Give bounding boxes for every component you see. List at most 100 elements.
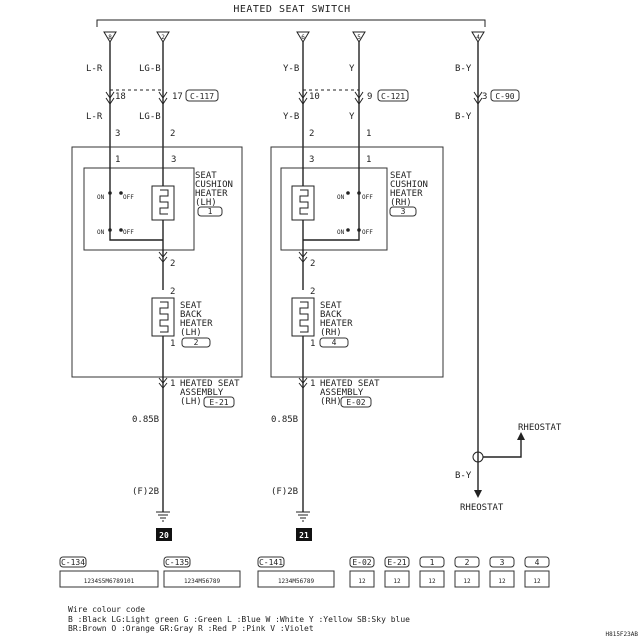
rh-ground-symbol [296,511,310,522]
lh-seat-assembly: 1 3 ON OFF ON OFF SEAT CUSHION HEATER (L… [71,146,243,512]
connector-diagram: 3 12 [489,556,515,588]
pin-1-rh: 1 [366,129,371,139]
connector-tag-label: 3 [500,558,505,567]
legend-row-2: BR:Brown O :Orange GR:Gray R :Red P :Pin… [68,624,314,633]
rheostat-arrow-down [474,490,482,498]
rheostat-label-top: RHEOSTAT [518,423,562,433]
connector-breaks [105,91,483,105]
pin-triangle [352,31,366,43]
connector-pins: 1234M56789 [278,578,315,585]
pin-2-lh: 2 [170,129,175,139]
rh-switch-node [346,228,350,232]
rheostat-branch-wire [483,435,522,458]
lh-cushion-label: SEAT [195,171,217,181]
lh-ground-num-box [156,528,172,541]
connector-tag-label: C-141 [259,558,283,567]
rh-back-num-box [319,337,349,348]
connector-body [59,570,159,588]
pin-triangle [156,31,170,43]
connector-tag-label: 2 [465,558,470,567]
lh-ground-num: 20 [159,531,169,540]
connector-pins: 12 [498,578,506,585]
pin-2-rh: 2 [309,129,314,139]
connector-diagram: C-141 1234M56789 [257,556,335,588]
top-pin-label: 2 [161,34,165,41]
rh-assy-pin: 1 [310,379,315,389]
rh-pin-2a: 2 [310,259,315,269]
lh-wire-size: 0.85B [132,415,159,425]
rh-off-label-2: OFF [362,229,373,236]
wire-label-lr: L-R [86,64,103,74]
rh-assembly-label: ASSEMBLY [320,388,364,398]
lh-back-coil [159,301,169,333]
lh-lower-break [158,377,168,389]
rh-back-label: (RH) [320,328,342,338]
pin-triangle [296,31,310,43]
lh-assy-pin: 1 [170,379,175,389]
rh-on-label: ON [337,194,345,201]
lh-off-label-2: OFF [123,229,134,236]
rh-back-coil [299,301,309,333]
connector-body [454,570,480,588]
top-pin-label: 8 [108,34,112,41]
rh-off-label: OFF [362,194,373,201]
rh-switch-node [346,191,350,195]
lh-cushion-heater-icon [151,185,175,221]
connector-tag-box [384,556,410,568]
lh-assembly-label: ASSEMBLY [180,388,224,398]
rh-switch-node [357,228,361,232]
connector-body [419,570,445,588]
lh-cushion-num-box [197,206,223,217]
lh-assembly-label: (LH) [180,397,202,407]
lh-back-heater-icon [151,297,175,337]
connector-tag-box [349,556,375,568]
lh-back-num: 2 [194,338,199,347]
connector-pins: 12 [393,578,401,585]
connector-tag-box [59,556,87,568]
rh-assembly-conn: E-02 [346,398,365,407]
lh-off-label: OFF [123,194,134,201]
connector-pins: 12 [533,578,541,585]
connector-tag-label: 1 [430,558,435,567]
rh-cushion-label: SEAT [390,171,412,181]
lh-cushion-label: HEATER [195,189,228,199]
lh-cushion-coil [159,189,169,215]
wire-label-yb-2: Y-B [283,112,299,122]
connector-body [384,570,410,588]
rh-assembly-label: (RH) [320,397,342,407]
connector-tag-box [454,556,480,568]
connector-tag-box [524,556,550,568]
rh-switch-wire [303,148,360,241]
wire-label-y: Y [349,64,355,74]
wire-label-lgb: LG-B [139,64,161,74]
rh-on-label-2: ON [337,229,345,236]
rh-cushion-label: CUSHION [390,180,428,190]
lh-back-label: SEAT [180,301,202,311]
connector-pins: 1234S5M6789101 [84,578,135,585]
wire-label-lr-2: L-R [86,112,103,122]
lh-switch-node [108,228,112,232]
connector-tag-box [257,556,285,568]
rh-cushion-box [280,167,388,251]
connector-tag-box [163,556,191,568]
rh-lower-break [298,377,308,389]
rheostat-label-bottom: RHEOSTAT [460,503,504,513]
lh-cushion-label: CUSHION [195,180,233,190]
top-pin-label: 4 [476,34,480,41]
switch-bracket [96,19,486,27]
rh-assembly-box [270,146,444,378]
connector-tag-label: E-21 [387,558,406,567]
lh-pin-2b: 2 [170,287,175,297]
rh-cushion-label: HEATER [390,189,423,199]
connector-diagram: 412 [524,556,550,588]
connector-c121: C-121 [381,92,405,101]
lh-cushion-box [83,167,195,251]
connector-body [524,570,550,588]
connector-diagram: 112 [419,556,445,588]
lh-assembly-box [71,146,243,378]
connector-body [163,570,241,588]
lh-cushion-num: 1 [208,207,213,216]
